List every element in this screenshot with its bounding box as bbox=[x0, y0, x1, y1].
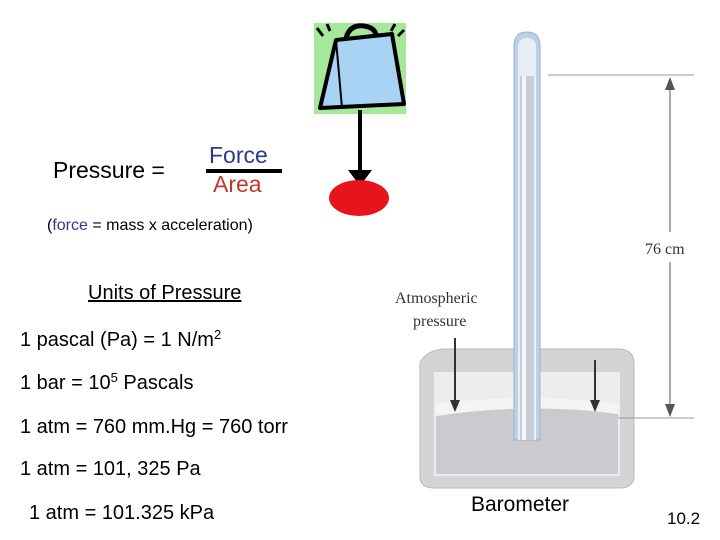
pressure-area-icon bbox=[329, 180, 389, 216]
unit-bar-text: 1 bar = 10 bbox=[20, 372, 111, 394]
barometer-label: Barometer bbox=[471, 493, 570, 516]
pressure-label: pressure bbox=[413, 313, 466, 330]
force-note-force: force bbox=[52, 217, 88, 234]
unit-bar: 1 bar = 105 Pascals bbox=[20, 370, 194, 395]
weight-icon bbox=[314, 23, 406, 114]
formula-denominator: Area bbox=[213, 171, 262, 197]
unit-pascal: 1 pascal (Pa) = 1 N/m2 bbox=[20, 327, 222, 352]
unit-bar-suffix: Pascals bbox=[117, 372, 194, 394]
force-note-open: ( bbox=[47, 217, 53, 234]
down-arrow-icon bbox=[348, 110, 372, 186]
unit-atm-pa: 1 atm = 101, 325 Pa bbox=[20, 458, 201, 480]
unit-pascal-text: 1 pascal (Pa) = 1 N/m bbox=[20, 329, 214, 351]
unit-pascal-exponent: 2 bbox=[213, 327, 222, 342]
fraction-bar bbox=[206, 169, 282, 173]
height-label: 76 cm bbox=[645, 241, 685, 258]
unit-bar-exponent: 5 bbox=[110, 370, 118, 385]
force-note-rest: = mass x acceleration) bbox=[87, 217, 253, 234]
atmospheric-label: Atmospheric bbox=[395, 290, 478, 307]
units-heading: Units of Pressure bbox=[88, 282, 242, 304]
unit-atm-torr: 1 atm = 760 mm.Hg = 760 torr bbox=[20, 416, 288, 438]
formula-label: Pressure = bbox=[53, 157, 165, 183]
formula-numerator: Force bbox=[209, 142, 268, 168]
force-definition: (force = mass x acceleration) bbox=[47, 217, 253, 235]
barometer-drawing bbox=[419, 31, 694, 489]
slide-number: 10.2 bbox=[667, 509, 701, 528]
unit-atm-kpa: 1 atm = 101.325 kPa bbox=[29, 502, 215, 524]
